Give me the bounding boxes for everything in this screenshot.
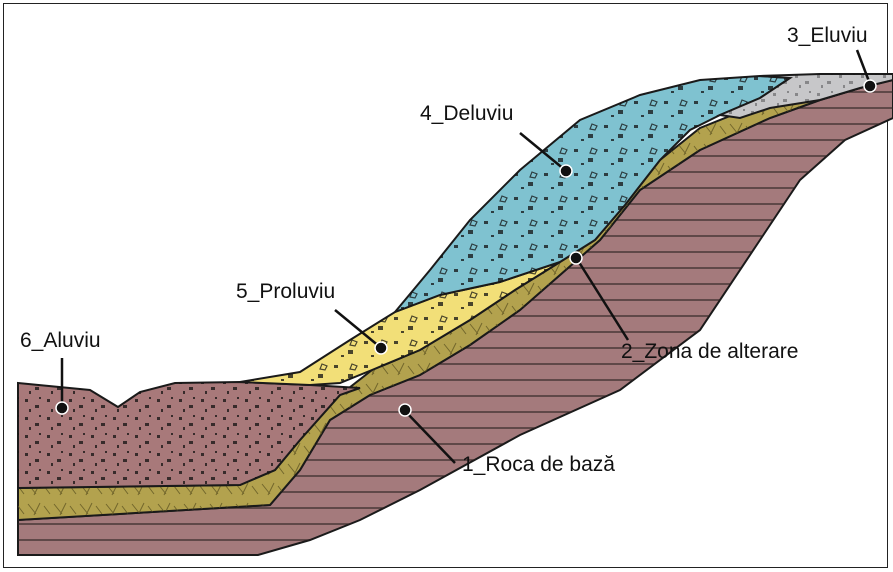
label-eluviu-text: 3_Eluviu [787, 24, 868, 47]
marker-eluviu [864, 80, 876, 92]
label-deluviu-text: 4_Deluviu [420, 102, 513, 125]
marker-alterare [570, 252, 582, 264]
marker-proluviu [375, 342, 387, 354]
marker-deluviu [560, 165, 572, 177]
marker-aluviu [56, 402, 68, 414]
label-alterare-text: 2_Zona de alterare [621, 340, 798, 363]
label-proluviu-text: 5_Proluviu [236, 280, 335, 303]
label-aluviu-text: 6_Aluviu [20, 329, 101, 352]
marker-roca [399, 404, 411, 416]
label-roca-text: 1_Roca de bază [462, 453, 615, 476]
